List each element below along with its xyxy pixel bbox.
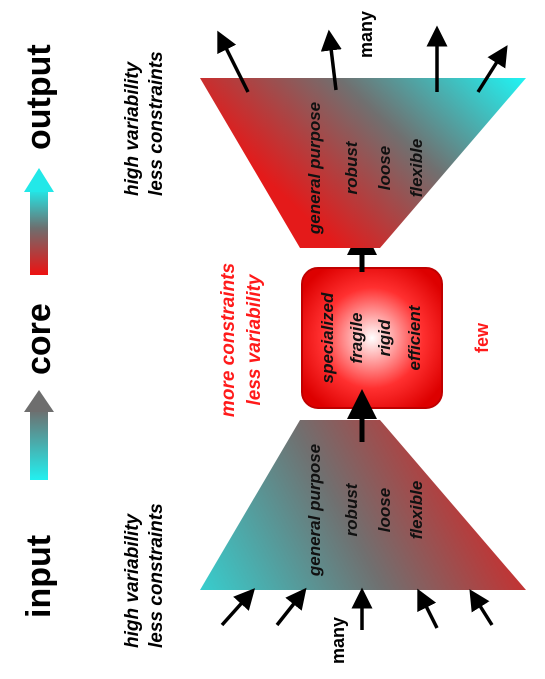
output-variability-note: high variability bbox=[122, 60, 143, 196]
input-arrow-icon bbox=[417, 588, 439, 629]
input-feature-robust: robust bbox=[342, 482, 361, 536]
input-feature-general-purpose: general purpose bbox=[305, 444, 324, 577]
input-feature-flexible: flexible bbox=[407, 481, 426, 540]
output-fan-shape bbox=[200, 78, 526, 248]
output-feature-flexible: flexible bbox=[407, 139, 426, 198]
output-arrow-icon bbox=[320, 29, 342, 91]
legend-output-label: output bbox=[20, 44, 58, 150]
core-features: specialized fragile rigid efficient bbox=[318, 292, 424, 383]
input-constraints-note: less constraints bbox=[146, 503, 167, 648]
legend-core-label: core bbox=[20, 303, 58, 375]
legend-input-arrow-icon bbox=[24, 390, 54, 480]
core-feature-efficient: efficient bbox=[405, 304, 424, 370]
input-arrows bbox=[220, 587, 494, 630]
legend: input core output bbox=[20, 44, 58, 618]
core-constraints-note: more constraints bbox=[218, 263, 239, 417]
input-fan-features: general purpose robust loose flexible bbox=[305, 444, 426, 577]
input-arrow-icon bbox=[220, 588, 256, 627]
input-arrow-icon bbox=[275, 587, 307, 627]
output-arrows bbox=[217, 25, 508, 93]
core-few-label: few bbox=[472, 322, 492, 353]
output-arrow-icon bbox=[217, 30, 250, 93]
output-feature-loose: loose bbox=[375, 146, 394, 190]
legend-output-arrow-icon bbox=[24, 168, 54, 275]
output-feature-robust: robust bbox=[342, 140, 361, 194]
output-constraints-note: less constraints bbox=[146, 51, 167, 196]
core-feature-rigid: rigid bbox=[375, 319, 394, 356]
output-fan-features: general purpose robust loose flexible bbox=[305, 102, 426, 235]
core-feature-fragile: fragile bbox=[347, 312, 366, 363]
input-feature-loose: loose bbox=[375, 488, 394, 532]
input-variability-note: high variability bbox=[122, 512, 143, 648]
input-many-label: many bbox=[328, 617, 348, 664]
output-feature-general-purpose: general purpose bbox=[305, 102, 324, 235]
input-arrow-icon bbox=[469, 589, 494, 626]
input-fan-shape bbox=[200, 420, 526, 590]
legend-input-label: input bbox=[20, 535, 58, 618]
output-arrow-icon bbox=[476, 45, 508, 93]
core-feature-specialized: specialized bbox=[318, 292, 337, 383]
core-variability-note: less variability bbox=[244, 273, 265, 405]
output-many-label: many bbox=[356, 11, 376, 58]
